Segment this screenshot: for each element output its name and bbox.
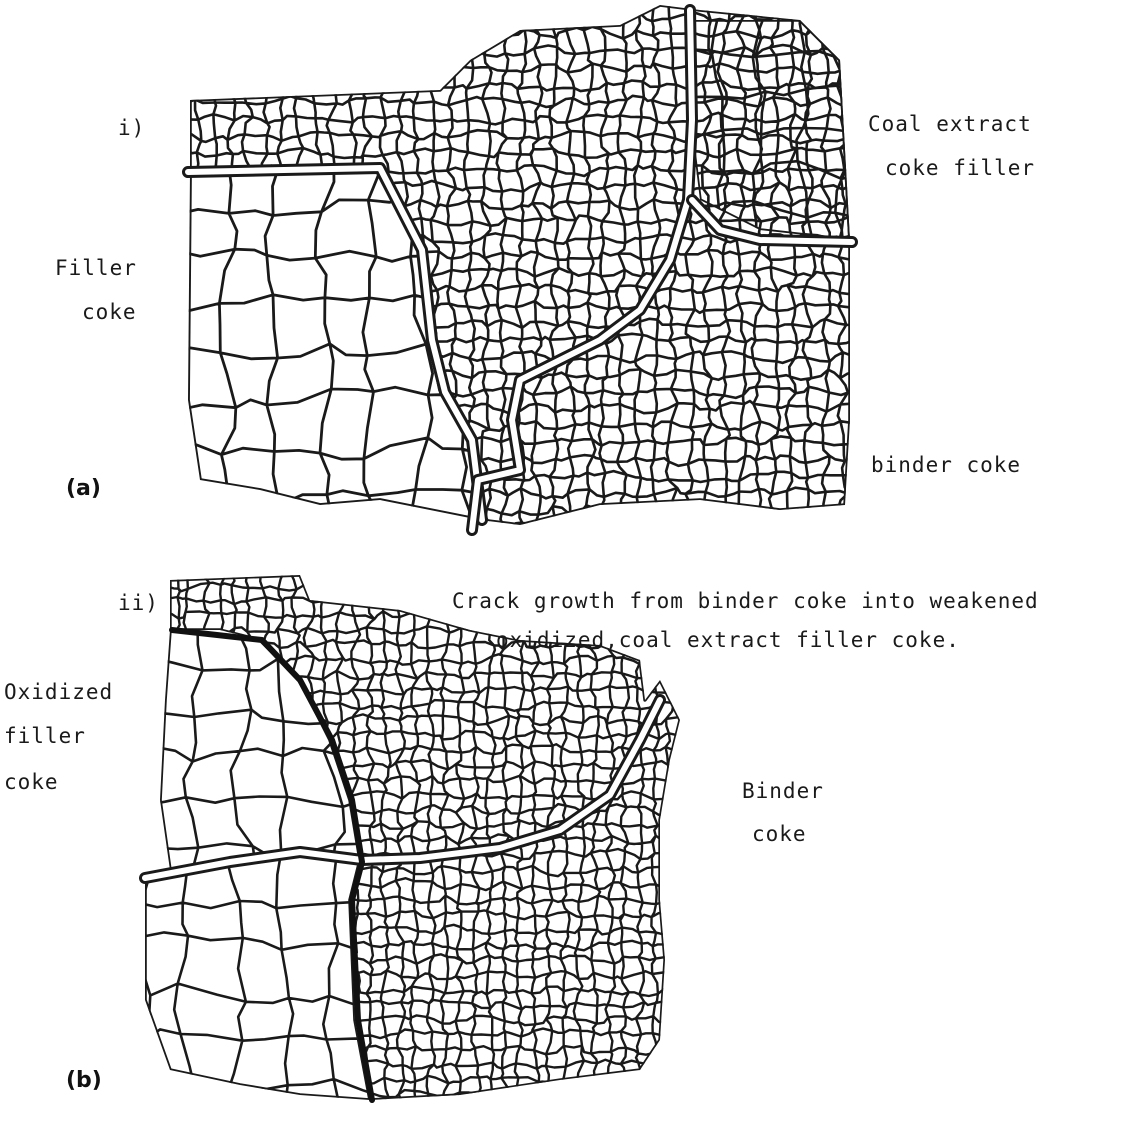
label-filler-coke: coke [82,300,137,324]
caption-line-1: Crack growth from binder coke into weake… [452,589,1039,613]
panel-tag-a: (a) [66,476,101,501]
label-binder: Binder [742,779,824,803]
label-binder-coke-a: binder coke [871,453,1021,477]
filler-coke-texture-a [171,149,522,554]
label-coke-filler: coke filler [885,156,1035,180]
label-binder-coke-b: coke [752,822,807,846]
label-oxidized: Oxidized [4,680,113,704]
label-filler: Filler [55,256,137,280]
roman-numeral-i: i) [118,116,145,140]
panel-tag-b: (b) [66,1068,102,1093]
label-filler-b: filler [4,724,86,748]
label-coke-b: coke [4,770,59,794]
caption-line-2: oxidized,coal extract filler coke. [496,628,960,652]
oxidized-filler-texture-b2 [130,841,392,1123]
label-coal-extract: Coal extract [868,112,1032,136]
roman-numeral-ii: ii) [118,591,159,615]
